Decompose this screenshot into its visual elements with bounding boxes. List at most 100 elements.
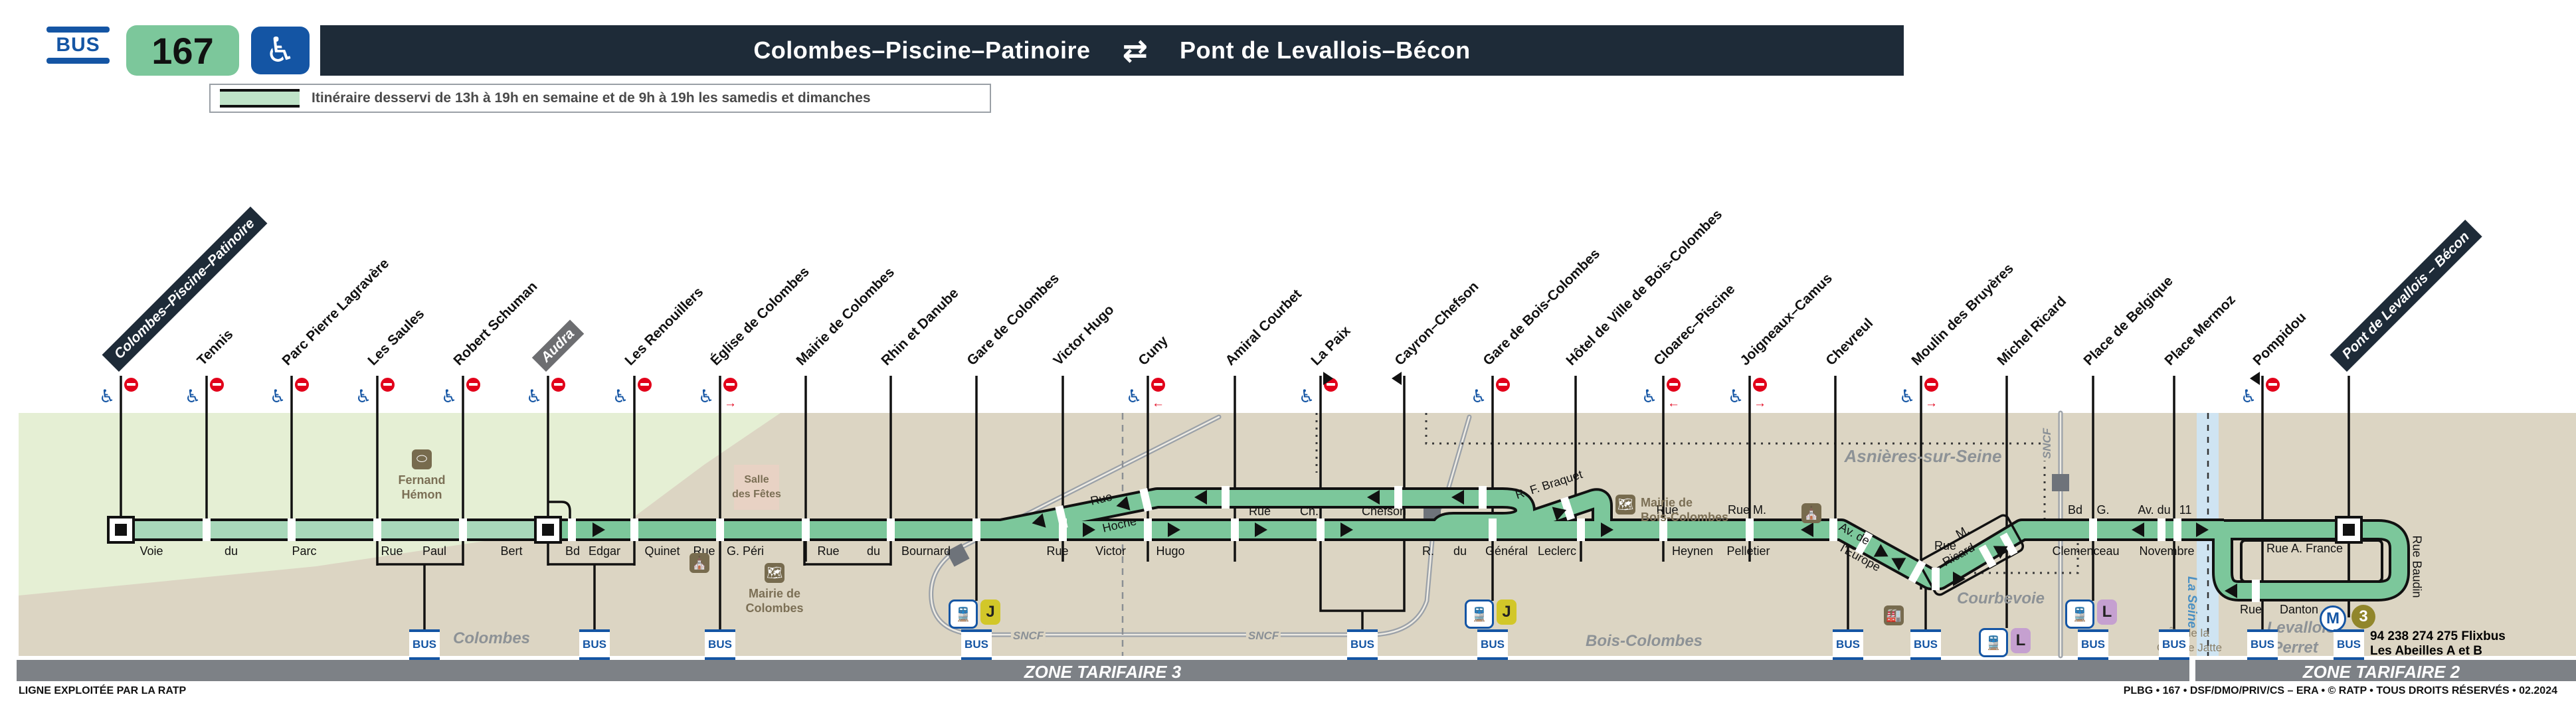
townhall-label: Bois-Colombes bbox=[1641, 511, 1729, 524]
no-entry-icon bbox=[2265, 377, 2280, 392]
no-entry-icon bbox=[1924, 377, 1939, 392]
bus-connection-box[interactable]: BUS bbox=[1833, 629, 1863, 660]
street-label: M. bbox=[1953, 522, 1972, 541]
bus-connection-box[interactable]: BUS bbox=[961, 629, 992, 660]
transilien-j-badge[interactable]: J bbox=[980, 599, 1000, 625]
stop-tick bbox=[1999, 532, 2018, 556]
stop-tick bbox=[1908, 560, 1926, 584]
park-area bbox=[19, 413, 781, 596]
street-label: du bbox=[224, 544, 238, 558]
bus-connection-box[interactable]: BUS bbox=[2078, 629, 2108, 660]
commune-boundaries bbox=[1315, 413, 2079, 574]
line-number-badge: 167 bbox=[126, 25, 239, 76]
commune-label: Perret bbox=[2272, 639, 2318, 657]
train-station-icon[interactable]: 🚆 bbox=[1979, 628, 2008, 657]
stop-marks bbox=[107, 486, 2363, 602]
stop-tick bbox=[1489, 518, 1497, 541]
bus-logo-bar-top bbox=[46, 27, 110, 33]
bus-connection-box[interactable]: BUS bbox=[2334, 629, 2364, 660]
street-label: Edgar bbox=[588, 544, 621, 558]
fare-zone-bar bbox=[17, 660, 2189, 681]
rue-a-france-box bbox=[2240, 539, 2383, 583]
train-station-icon[interactable]: 🚆 bbox=[949, 599, 978, 629]
street-label: Rue bbox=[381, 544, 403, 558]
stop-tick bbox=[1144, 518, 1152, 541]
bus-connection-box[interactable]: BUS bbox=[705, 629, 735, 660]
both-directions-icon: ⇄ bbox=[1122, 33, 1149, 68]
stop-tick bbox=[972, 518, 980, 541]
church-icon: ⛪ bbox=[690, 553, 709, 573]
bus-connection-box[interactable]: BUS bbox=[1347, 629, 1378, 660]
bus-connection-box[interactable]: BUS bbox=[409, 629, 440, 660]
direction-arrowhead bbox=[1601, 522, 1613, 537]
no-entry-icon bbox=[1752, 377, 1768, 392]
street-label: R. bbox=[1422, 544, 1434, 558]
salle-des-fetes-label: Salle bbox=[744, 474, 769, 485]
direction-arrowhead bbox=[1116, 496, 1131, 511]
direction-arrowhead bbox=[2225, 584, 2237, 598]
no-entry-icon bbox=[637, 377, 652, 392]
legend-swatch bbox=[220, 89, 300, 108]
stop-tick bbox=[1978, 544, 1997, 568]
footer-credits: PLBG • 167 • DSF/DMO/PRIV/CS – ERA • © R… bbox=[2123, 685, 2557, 696]
stop-tick bbox=[1139, 488, 1152, 512]
wheelchair-icon: ♿ bbox=[526, 386, 543, 406]
stadium-label: Fernand bbox=[398, 473, 446, 487]
no-entry-icon bbox=[723, 377, 738, 392]
accessibility-icon: ♿ bbox=[251, 27, 310, 74]
street-label: Bert bbox=[500, 544, 523, 558]
stadium-label: Hémon bbox=[401, 488, 442, 501]
street-label: Novembre bbox=[2139, 544, 2195, 558]
direction-arrowhead bbox=[1891, 558, 1906, 571]
metro-line-3-badge[interactable]: 3 bbox=[2351, 605, 2375, 629]
direction-arrowhead bbox=[1451, 490, 1464, 505]
street-label: 11 bbox=[2179, 503, 2192, 517]
train-station-icon[interactable]: 🚆 bbox=[2065, 599, 2094, 629]
no-entry-icon bbox=[209, 377, 225, 392]
metro-icon[interactable]: M bbox=[2320, 605, 2346, 632]
church-icon: ⛪ bbox=[1801, 503, 1821, 523]
stop-tick bbox=[1659, 518, 1667, 541]
bus-connection-box[interactable]: BUS bbox=[1477, 629, 1508, 660]
direction-arrowhead bbox=[1801, 522, 1813, 537]
stop-tick bbox=[568, 518, 576, 541]
fare-zone-label: ZONE TARIFAIRE 2 bbox=[2302, 662, 2460, 682]
terminus-note-line2: Les Abeilles A et B bbox=[2370, 644, 2482, 658]
footer-operator: LIGNE EXPLOITÉE PAR LA RATP bbox=[19, 685, 187, 696]
direction-arrowhead bbox=[1032, 513, 1046, 528]
direction-triangle bbox=[2250, 372, 2260, 385]
street-label: Av. de bbox=[1837, 520, 1873, 548]
bus-connection-box[interactable]: BUS bbox=[579, 629, 610, 660]
direction-triangle bbox=[1323, 372, 1333, 385]
wheelchair-icon: ♿ bbox=[1471, 386, 1487, 406]
commune-label: Asnières-sur-Seine bbox=[1844, 446, 2002, 466]
townhall-icon: 🗺 bbox=[765, 563, 784, 583]
street-label: du bbox=[866, 544, 881, 558]
terminus-square bbox=[2335, 516, 2363, 544]
direction-arrowhead bbox=[1340, 522, 1353, 537]
stop-tick bbox=[1317, 518, 1325, 541]
bus-connection-box[interactable]: BUS bbox=[2247, 629, 2278, 660]
commune-label: Colombes bbox=[452, 629, 531, 647]
direction-arrowhead bbox=[1168, 522, 1180, 537]
transilien-l-badge[interactable]: L bbox=[2011, 628, 2031, 653]
street-label: du bbox=[1453, 544, 1467, 558]
transilien-l-badge[interactable]: L bbox=[2097, 599, 2117, 625]
transilien-j-badge[interactable]: J bbox=[1497, 599, 1517, 625]
wheelchair-icon: ♿ bbox=[1728, 386, 1744, 406]
no-entry-icon bbox=[1495, 377, 1511, 392]
wheelchair-icon: ♿ bbox=[355, 386, 372, 406]
train-station-icon[interactable]: 🚆 bbox=[1465, 599, 1494, 629]
bus-connection-box[interactable]: BUS bbox=[2159, 629, 2189, 660]
stop-tick bbox=[1479, 486, 1487, 509]
street-label: l'Europe bbox=[1838, 541, 1883, 574]
direction-arrowhead bbox=[1083, 522, 1095, 537]
commune-label: Bois-Colombes bbox=[1585, 632, 1703, 650]
title-terminus-left: Colombes–Piscine–Patinoire bbox=[753, 37, 1091, 64]
stop-tick bbox=[1746, 518, 1754, 541]
street-label: Bd bbox=[2067, 503, 2083, 517]
bus-connection-box[interactable]: BUS bbox=[1910, 629, 1941, 660]
stop-tick bbox=[1932, 568, 1940, 590]
